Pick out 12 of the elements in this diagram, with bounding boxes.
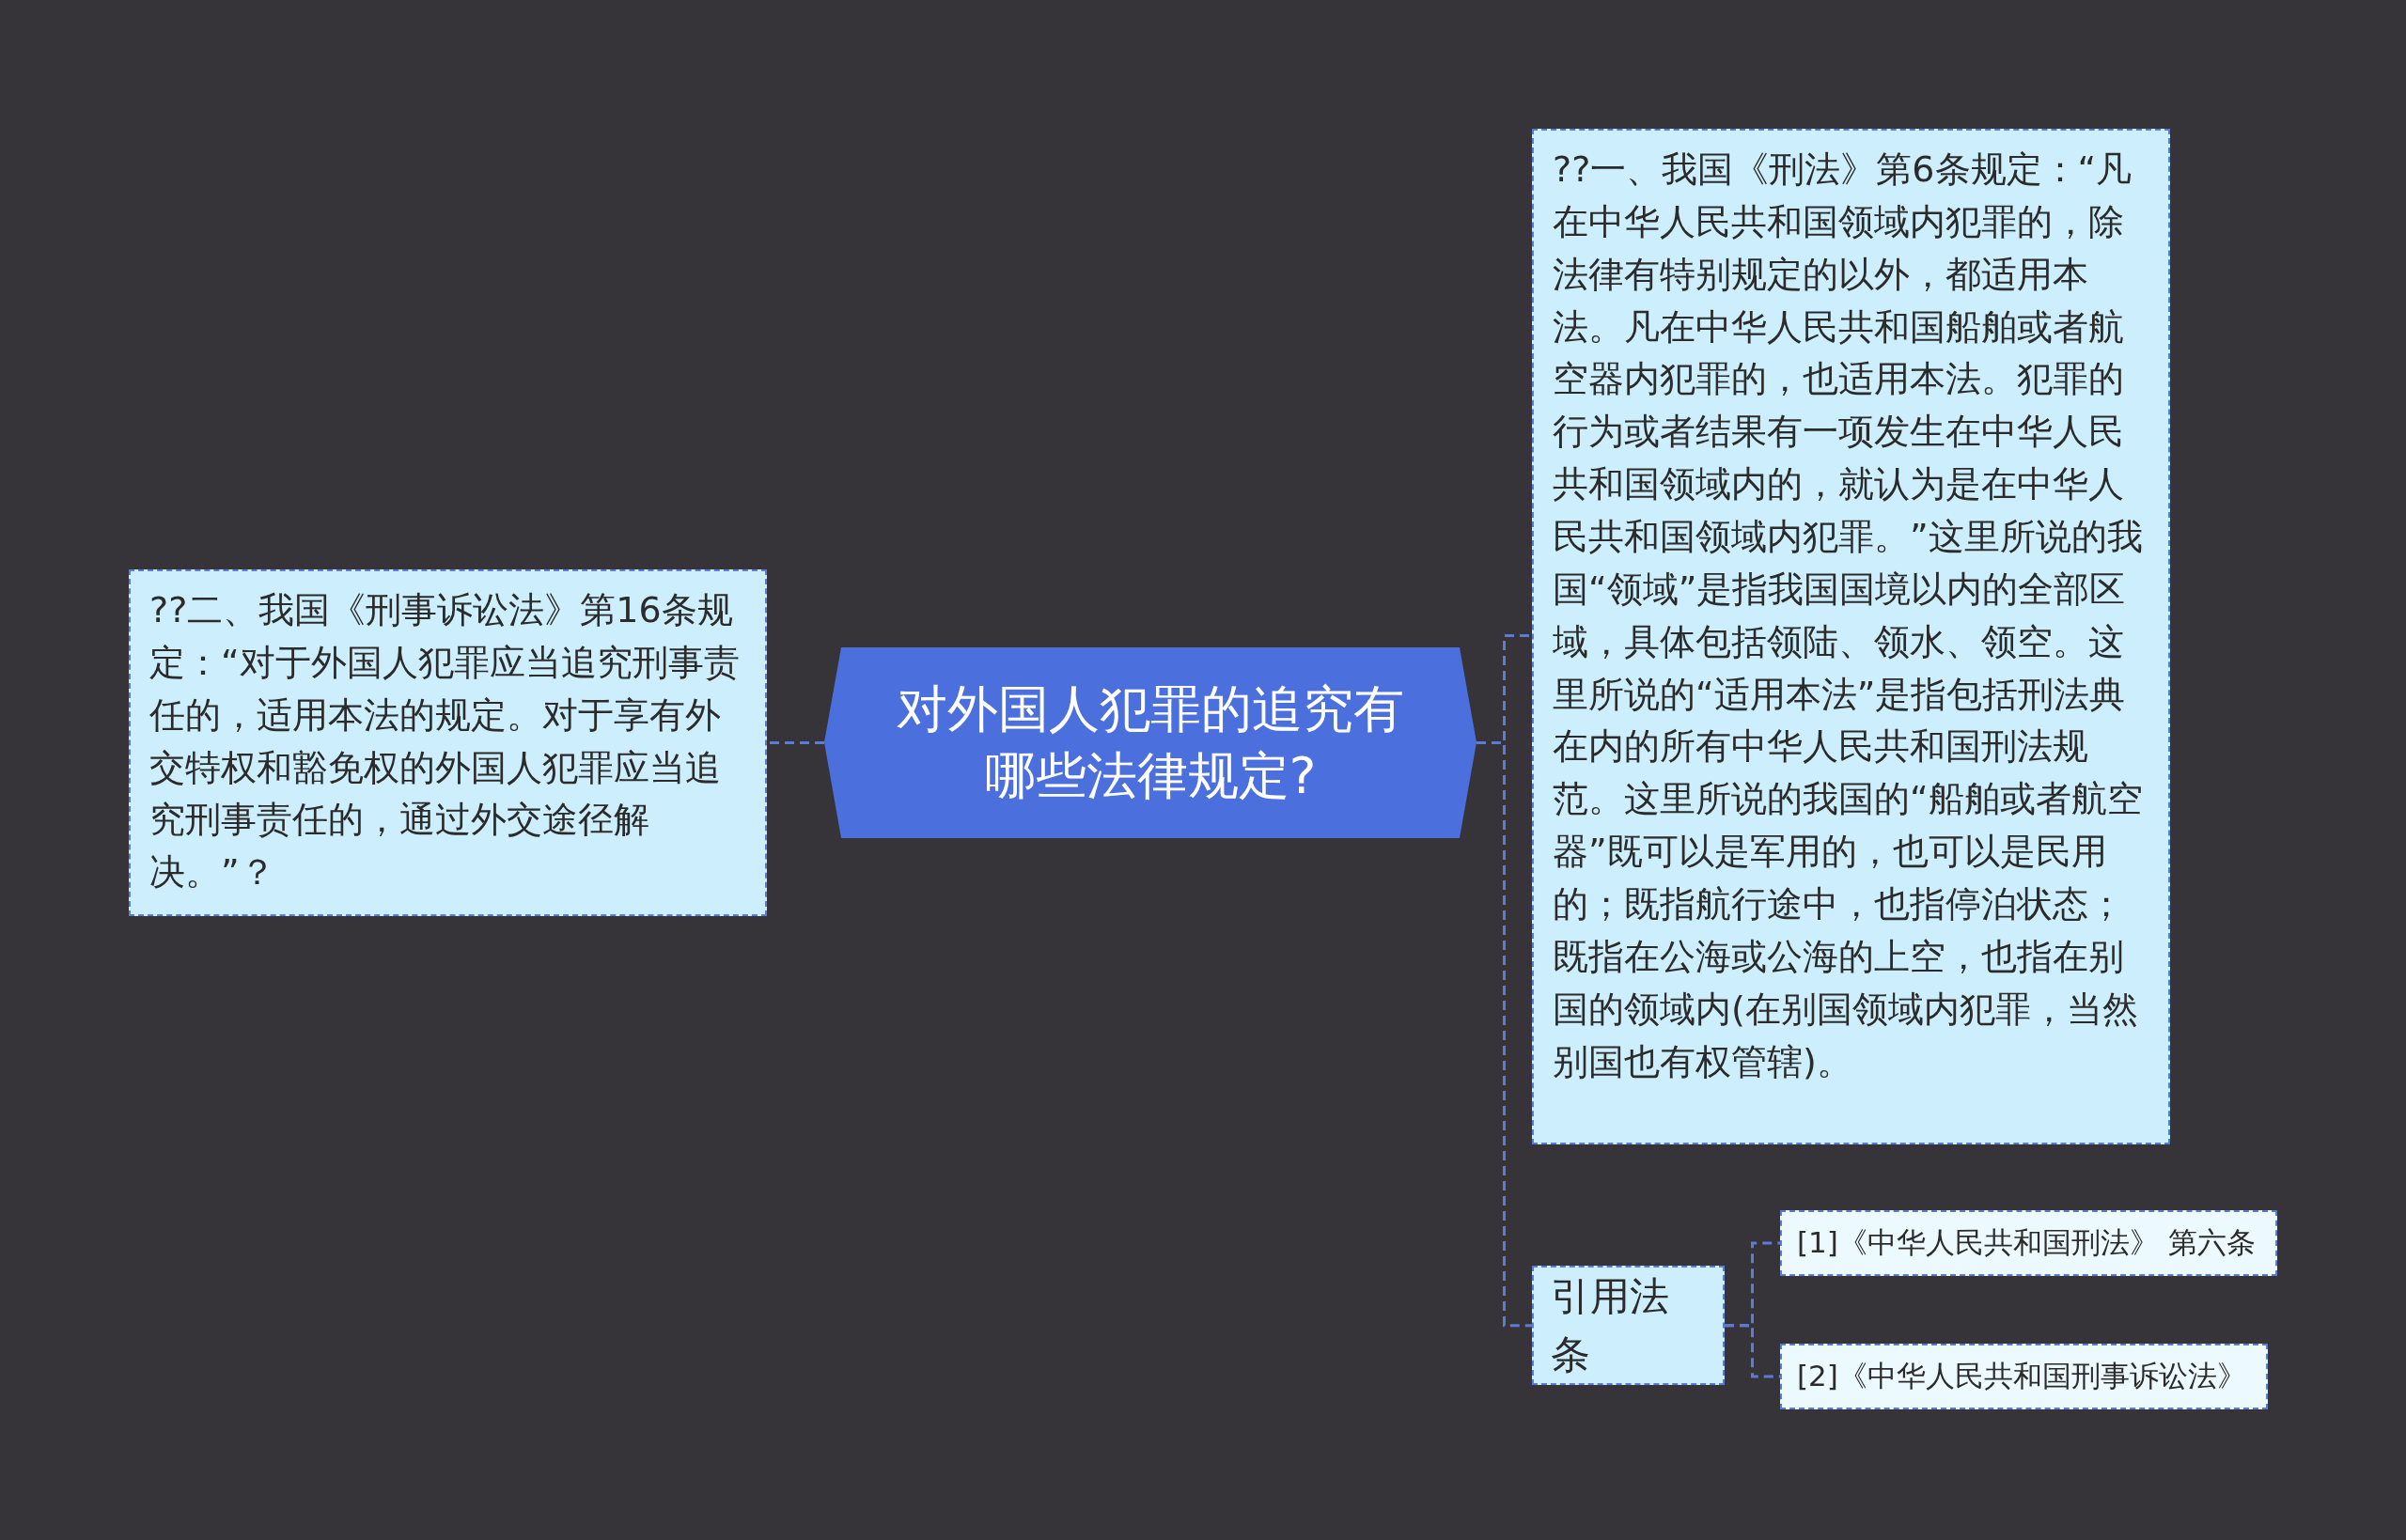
node-text: 对外国人犯罪的追究有哪些法律规定? xyxy=(896,678,1405,807)
reference-box xyxy=(1780,1344,2268,1409)
node-text: ??二、我国《刑事诉讼法》第16条规定：“对于外国人犯罪应当追究刑事责任的，适用本法的规定。对于享有外交特权和豁免权的外国人犯罪应当追究刑事责任的，通过外交途径解决。”？ xyxy=(149,588,741,895)
reference-box xyxy=(1780,1210,2277,1276)
node-text: [1]《中华人民共和国刑法》 第六条 xyxy=(1797,1224,2256,1262)
node-text: 引用法条 xyxy=(1551,1272,1670,1379)
topic-box xyxy=(129,569,767,916)
node-text: ??一、我国《刑法》第6条规定：“凡在中华人民共和国领域内犯罪的，除法律有特别规定的以外，都适用本法。凡在中华人民共和国船舶或者航空器内犯罪的，也适用本法。犯罪的行为或者结果有一项发生在中华人民共和国领域内的，就认为是在中华人民共和国领域内犯罪。”这里所说的我国“领域”是指我国国境以内的全部区域，具体包括领陆、领水、领空。这里所说的“适用本法”是指包括刑法典在内的所有中华人民共和国刑法规范。这里所说的我国的“船舶或者航空器”既可以是军用的，也可以是民用的；既指航行途中，也指停泊状态；既指在公海或公海的上空，也指在别国的领域内(在别国领域内犯罪，当然别国也有权管辖)。 xyxy=(1553,148,2144,1084)
topic-box xyxy=(1532,1266,1725,1386)
connector xyxy=(1725,1324,1780,1378)
node-text: [2]《中华人民共和国刑事诉讼法》 xyxy=(1797,1358,2246,1395)
connector xyxy=(767,741,824,744)
